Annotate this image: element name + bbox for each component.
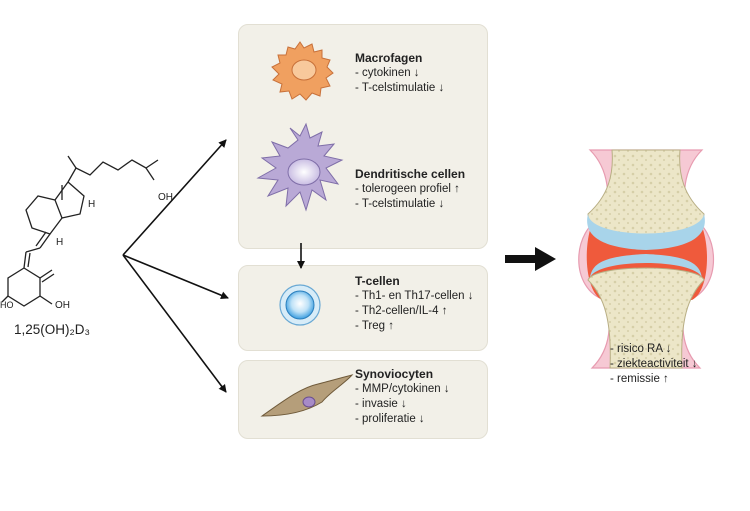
arrow-to-joint [505,247,556,271]
outcome-line-2: - ziekteactiviteit ↓ [610,358,698,370]
arrow-to-tcells [122,254,229,300]
atom-h-top: H [88,199,95,210]
label-outcomes: - risico RA ↓ - ziekteactiviteit ↓ - rem… [610,342,698,387]
arrow-to-synoviocytes [122,254,227,393]
calcitriol-structure [1,155,159,307]
outcome-line-1: - risico RA ↓ [610,343,672,355]
arrow-to-dendritic [122,139,227,256]
synoviocyte-icon [260,374,354,417]
synoviocytes-line-3: - proliferatie ↓ [355,413,425,425]
atom-ho-left: HO [0,300,14,310]
synoviocytes-line-1: - MMP/cytokinen ↓ [355,383,450,395]
tcells-line-3: - Treg ↑ [355,320,394,332]
dendritic-line-2: - T-celstimulatie ↓ [355,198,445,210]
tcells-line-2: - Th2-cellen/IL-4 ↑ [355,305,448,317]
label-t-cells: T-cellen - Th1- en Th17-cellen ↓ - Th2-c… [355,274,473,334]
title-macrophages: Macrofagen [355,51,423,65]
macrophages-line-1: - cytokinen ↓ [355,67,420,79]
label-synoviocytes: Synoviocyten - MMP/cytokinen ↓ - invasie… [355,367,450,427]
label-macrophages: Macrofagen - cytokinen ↓ - T-celstimulat… [355,51,444,96]
macrophages-line-2: - T-celstimulatie ↓ [355,82,445,94]
joint-icon [578,149,715,369]
molecule-name: 1,25(OH)₂D₃ [14,322,91,337]
panel-synoviocytes [238,360,488,439]
outcome-line-3: - remissie ↑ [610,373,669,385]
title-dendritic-cells: Dendritische cellen [355,167,466,181]
synoviocytes-line-2: - invasie ↓ [355,398,407,410]
macrophage-icon [271,41,334,101]
atom-oh-bottom: OH [55,300,70,311]
title-synoviocytes: Synoviocyten [355,367,434,381]
atom-h-bottom: H [56,237,63,248]
atom-oh-top: OH [158,192,173,203]
t-cell-icon [279,284,321,326]
label-dendritic-cells: Dendritische cellen - tolerogeen profiel… [355,167,465,212]
dendritic-cell-icon [256,122,344,212]
dendritic-line-1: - tolerogeen profiel ↑ [355,183,460,195]
title-t-cells: T-cellen [355,274,400,288]
tcells-line-1: - Th1- en Th17-cellen ↓ [355,290,474,302]
